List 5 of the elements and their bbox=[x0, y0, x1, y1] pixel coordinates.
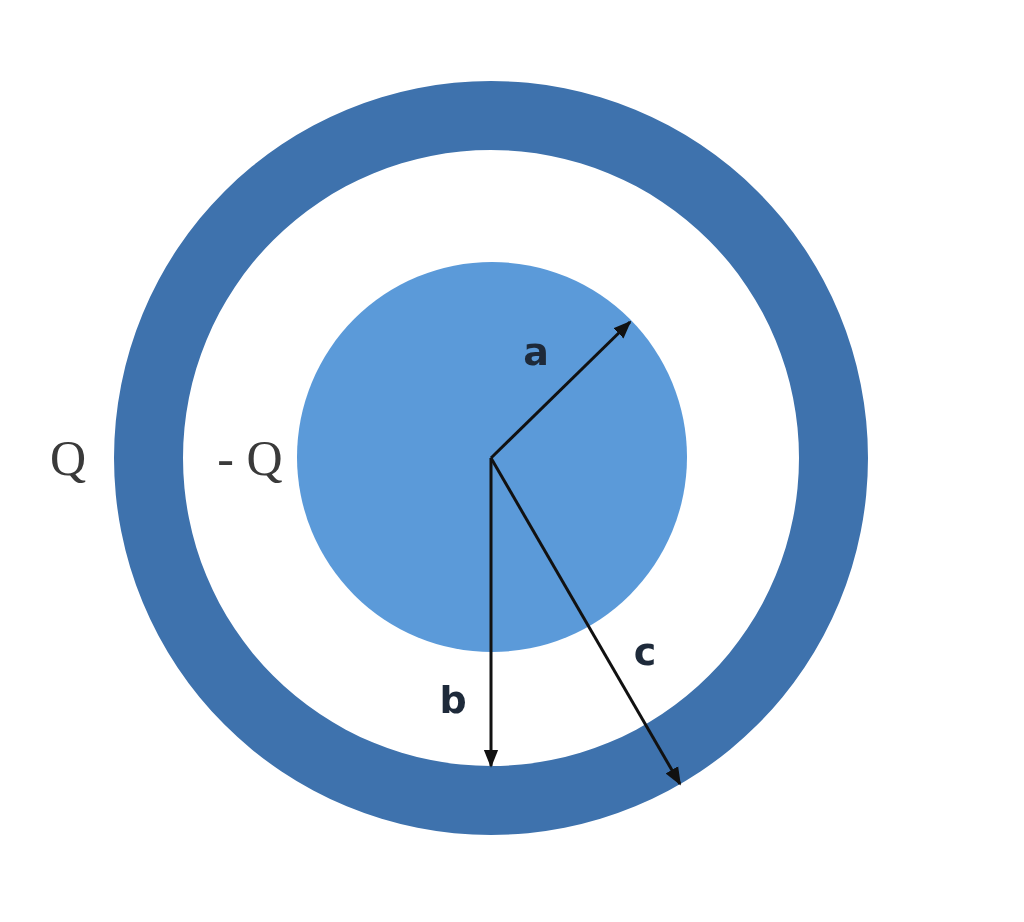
radius-label: b bbox=[439, 681, 467, 719]
charge-label: Q bbox=[49, 433, 87, 483]
radius-label: a bbox=[523, 333, 549, 371]
charge-label: - Q bbox=[217, 433, 283, 483]
radius-label: c bbox=[633, 633, 657, 671]
